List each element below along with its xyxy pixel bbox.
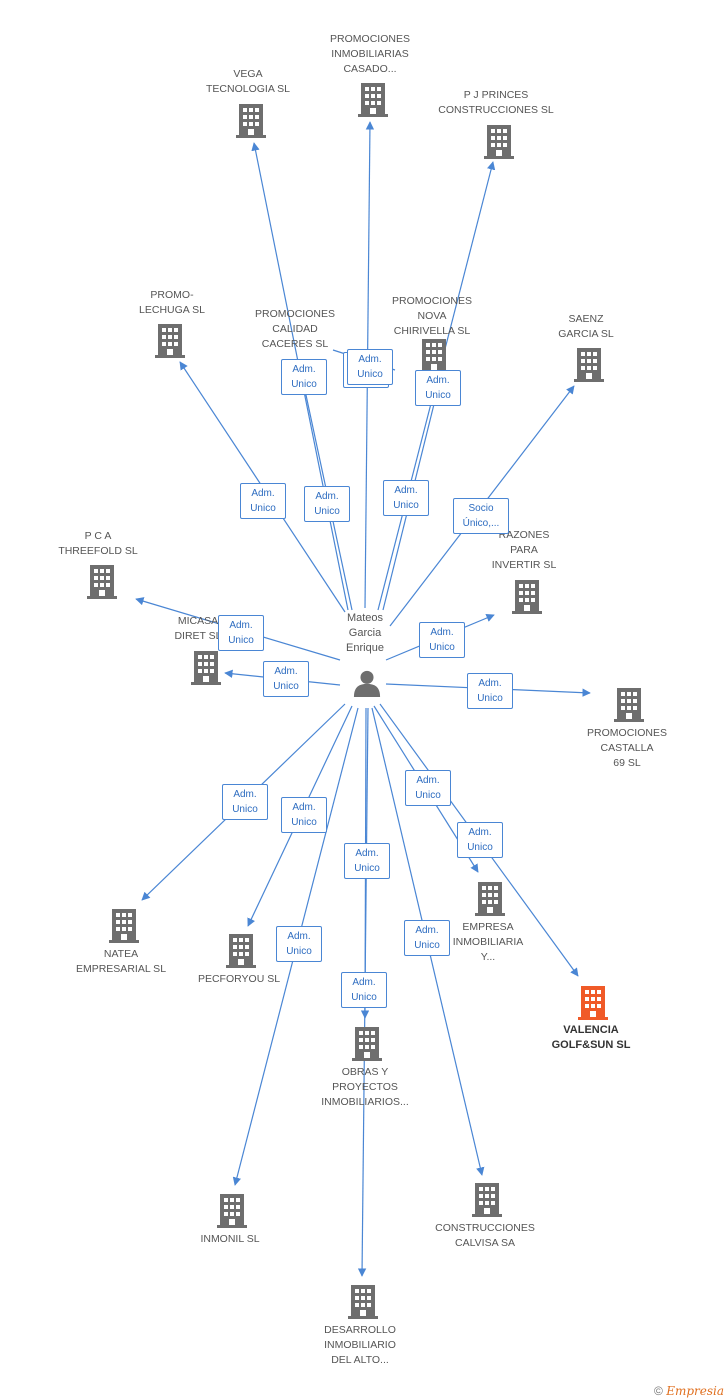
footer-credit[interactable]: © Empresia — [654, 1384, 724, 1398]
role-badge-valencia[interactable]: Adm. Unico — [457, 822, 503, 858]
role-badge-pecforyou[interactable]: Adm. Unico — [281, 797, 327, 833]
role-badge-razones[interactable]: Adm. Unico — [419, 622, 465, 658]
role-badge-caceres[interactable]: Adm. Unico — [304, 486, 350, 522]
building-icon-empresa[interactable] — [475, 882, 505, 916]
company-label-obras[interactable]: OBRAS Y PROYECTOS INMOBILIARIOS... — [321, 1066, 409, 1108]
role-badge-empresa[interactable]: Adm. Unico — [405, 770, 451, 806]
person-name[interactable]: Mateos Garcia Enrique — [346, 612, 384, 654]
building-icon-desarrollo[interactable] — [348, 1285, 378, 1319]
building-icon-lechuga[interactable] — [155, 324, 185, 358]
company-label-casado[interactable]: PROMOCIONES INMOBILIARIAS CASADO... — [330, 33, 410, 75]
role-badge-pca[interactable]: Adm. Unico — [218, 615, 264, 651]
company-label-saenz[interactable]: SAENZ GARCIA SL — [558, 313, 614, 340]
building-icon-valencia[interactable] — [578, 986, 608, 1020]
role-badge-obras[interactable]: Adm. Unico — [344, 843, 390, 879]
building-icon-obras[interactable] — [352, 1027, 382, 1061]
role-badge-micasa[interactable]: Adm. Unico — [263, 661, 309, 697]
company-label-castalla[interactable]: PROMOCIONES CASTALLA 69 SL — [587, 727, 667, 769]
role-badge-casado-b[interactable]: Adm. Unico — [347, 349, 393, 385]
company-label-natea[interactable]: NATEA EMPRESARIAL SL — [75, 948, 167, 975]
company-label-empresa[interactable]: EMPRESA INMOBILIARIA Y... — [452, 921, 524, 963]
company-label-desarrollo[interactable]: DESARROLLO INMOBILIARIO DEL ALTO... — [324, 1324, 396, 1366]
building-icon-casado[interactable] — [358, 83, 388, 117]
building-icon-vega[interactable] — [236, 104, 266, 138]
role-badge-vega[interactable]: Adm. Unico — [281, 359, 327, 395]
role-badge-calvisa[interactable]: Adm. Unico — [404, 920, 450, 956]
company-label-pca[interactable]: P C A THREEFOLD SL — [58, 530, 138, 557]
building-icon-saenz[interactable] — [574, 348, 604, 382]
company-label-inmonil[interactable]: INMONIL SL — [200, 1233, 260, 1245]
role-badge-inmonil[interactable]: Adm. Unico — [276, 926, 322, 962]
role-badge-lechuga[interactable]: Adm. Unico — [240, 483, 286, 519]
building-icon-micasa[interactable] — [191, 651, 221, 685]
role-badge-nova[interactable]: Adm. Unico — [415, 370, 461, 406]
building-icon-pca[interactable] — [87, 565, 117, 599]
role-badge-saenz[interactable]: Socio Único,... — [453, 498, 509, 534]
role-badge-natea[interactable]: Adm. Unico — [222, 784, 268, 820]
role-badge-desarrollo[interactable]: Adm. Unico — [341, 972, 387, 1008]
company-label-nova[interactable]: PROMOCIONES NOVA CHIRIVELLA SL — [392, 295, 472, 337]
company-label-valencia[interactable]: VALENCIA GOLF&SUN SL — [551, 1024, 631, 1051]
company-label-pecforyou[interactable]: PECFORYOU SL — [197, 973, 281, 985]
company-label-princes[interactable]: P J PRINCES CONSTRUCCIONES SL — [438, 89, 554, 116]
company-label-calvisa[interactable]: CONSTRUCCIONES CALVISA SA — [435, 1222, 535, 1249]
copyright-symbol: © — [654, 1384, 663, 1398]
empresia-logo: Empresia — [666, 1384, 724, 1398]
building-icon-princes[interactable] — [484, 125, 514, 159]
person-icon[interactable] — [353, 670, 381, 697]
building-icon-castalla[interactable] — [614, 688, 644, 722]
building-icon-natea[interactable] — [109, 909, 139, 943]
building-icon-razones[interactable] — [512, 580, 542, 614]
company-label-razones[interactable]: RAZONES PARA INVERTIR SL — [491, 529, 557, 571]
building-icon-calvisa[interactable] — [472, 1183, 502, 1217]
building-icon-nova[interactable] — [419, 339, 449, 373]
role-badge-princes[interactable]: Adm. Unico — [383, 480, 429, 516]
building-icon-inmonil[interactable] — [217, 1194, 247, 1228]
role-badge-castalla[interactable]: Adm. Unico — [467, 673, 513, 709]
company-label-caceres[interactable]: PROMOCIONES CALIDAD CACERES SL — [255, 308, 335, 350]
building-icon-pecforyou[interactable] — [226, 934, 256, 968]
company-label-lechuga[interactable]: PROMO- LECHUGA SL — [139, 289, 205, 316]
company-label-vega[interactable]: VEGA TECNOLOGIA SL — [205, 68, 291, 95]
